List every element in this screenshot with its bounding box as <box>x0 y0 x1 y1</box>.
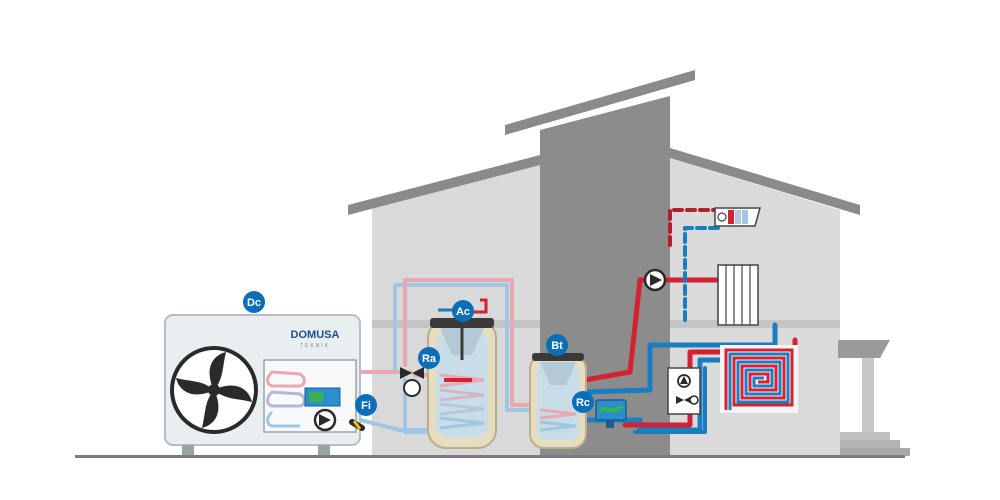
mixing-manifold-icon <box>667 367 701 415</box>
filter-icon <box>349 419 365 431</box>
pump-icon <box>313 408 337 432</box>
control-board-chip <box>309 392 323 402</box>
brand-name: DOMUSA <box>291 329 340 341</box>
pipe-loop-inner <box>403 278 547 407</box>
three-way-valve-icon <box>400 367 424 397</box>
pipe-hot-riser <box>582 277 643 383</box>
right-roof <box>670 148 860 215</box>
buffer-tank-lid <box>532 353 584 361</box>
outdoor-unit-foot-right <box>318 445 330 455</box>
dhw-hot-outlet <box>470 298 488 314</box>
buffer-controller-icon <box>595 399 627 428</box>
buffer-tank-dome <box>540 362 576 385</box>
buffer-tank <box>529 353 587 449</box>
porch-step-1 <box>840 432 890 440</box>
badge-dhw-tank: Ac <box>452 300 474 322</box>
pipe-cold-to-radiator <box>582 322 778 395</box>
radiator-icon <box>717 264 759 326</box>
badge-diverter-valve: Ra <box>418 347 440 369</box>
pipe-loop-outer <box>393 283 542 412</box>
fan-coil-icon <box>714 207 761 227</box>
fan-icon <box>170 346 258 434</box>
porch-step-3 <box>840 448 910 456</box>
dhw-tank <box>427 298 497 449</box>
pipe-manifold-return <box>633 366 707 434</box>
badge-filter-label: Fi <box>361 400 371 412</box>
badge-dhw-tank-label: Ac <box>456 306 470 318</box>
badge-buffer-tank-label: Bt <box>551 340 563 352</box>
top-roof <box>505 70 695 135</box>
ground-line <box>75 455 905 458</box>
heat-exchanger-coil-icon <box>266 370 306 428</box>
badge-diverter-valve-label: Ra <box>422 353 437 365</box>
buffer-coil <box>539 408 577 432</box>
badge-buffer-controller: Rc <box>572 391 594 413</box>
porch-roof <box>838 340 890 358</box>
underfloor-heating-icon <box>720 345 798 413</box>
badge-outdoor-unit-label: Dc <box>247 297 261 309</box>
dhw-coil <box>439 373 485 430</box>
brand-tagline: TEKNIK <box>300 343 330 349</box>
circulator-pump-icon <box>643 268 667 292</box>
porch-step-2 <box>840 440 900 448</box>
pipe-fancoil-cold <box>683 226 722 322</box>
badge-buffer-tank: Bt <box>546 334 568 356</box>
porch-column <box>862 358 874 433</box>
dhw-resistor <box>444 378 472 382</box>
badge-outdoor-unit: Dc <box>243 291 265 313</box>
buffer-tank-inner <box>537 362 579 440</box>
left-roof <box>348 155 540 215</box>
badge-filter: Fi <box>355 394 377 416</box>
brand-logo: DOMUSA TEKNIK <box>291 329 340 349</box>
outdoor-unit-foot-left <box>182 445 194 455</box>
outdoor-heat-pump-unit: DOMUSA TEKNIK <box>164 314 361 455</box>
pipe-fancoil-hot <box>668 208 722 247</box>
badge-buffer-controller-label: Rc <box>576 397 590 409</box>
